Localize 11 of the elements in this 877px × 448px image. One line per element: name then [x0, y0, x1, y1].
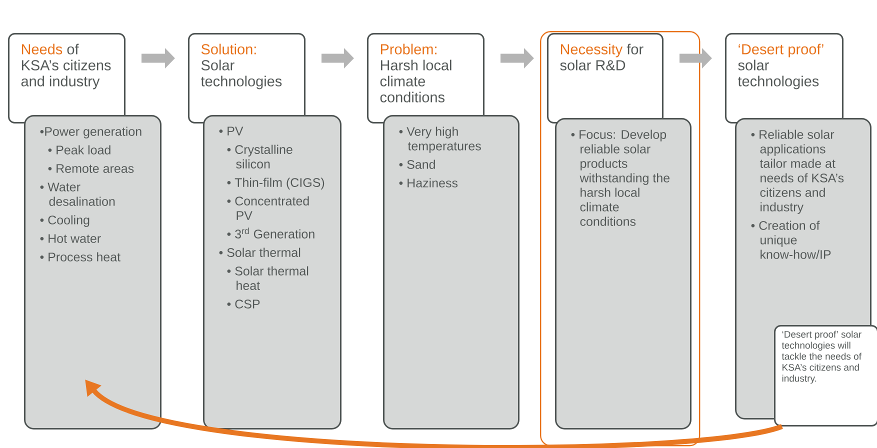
bullet-list-box: •Power generation • Peak load • Remote areas • Water desalination • Cooling • Hot water • Process heat — [24, 115, 162, 430]
bullet-list-box: • PV • Crystalline silicon • Thin-film (CIGS) • Concentrated PV • 3$^{rd}$ Generation • Solar thermal • Solar thermal heat • CSP — [203, 115, 342, 430]
bullet-list-box: • Very high temperatures • Sand • Haziness — [383, 115, 520, 430]
header-box: Problem: Harsh local climate conditions — [367, 33, 484, 124]
header-box: Necessity for solar R&D — [547, 33, 664, 124]
header-box: ‘Desert proof’ solar technologies — [725, 33, 844, 124]
callout-box: ‘Desert proof’ solar technologies will tackle the needs of KSA’s citizens and industry. — [774, 325, 877, 426]
highlight-frame — [540, 31, 700, 446]
header-box: Solution: Solar technologies — [188, 33, 306, 124]
header-box: Needs of KSA’s citizens and industry — [8, 33, 126, 124]
bullet-list-box: • Focus: Develop reliable solar products withstanding the harsh local climate conditions — [555, 118, 692, 430]
